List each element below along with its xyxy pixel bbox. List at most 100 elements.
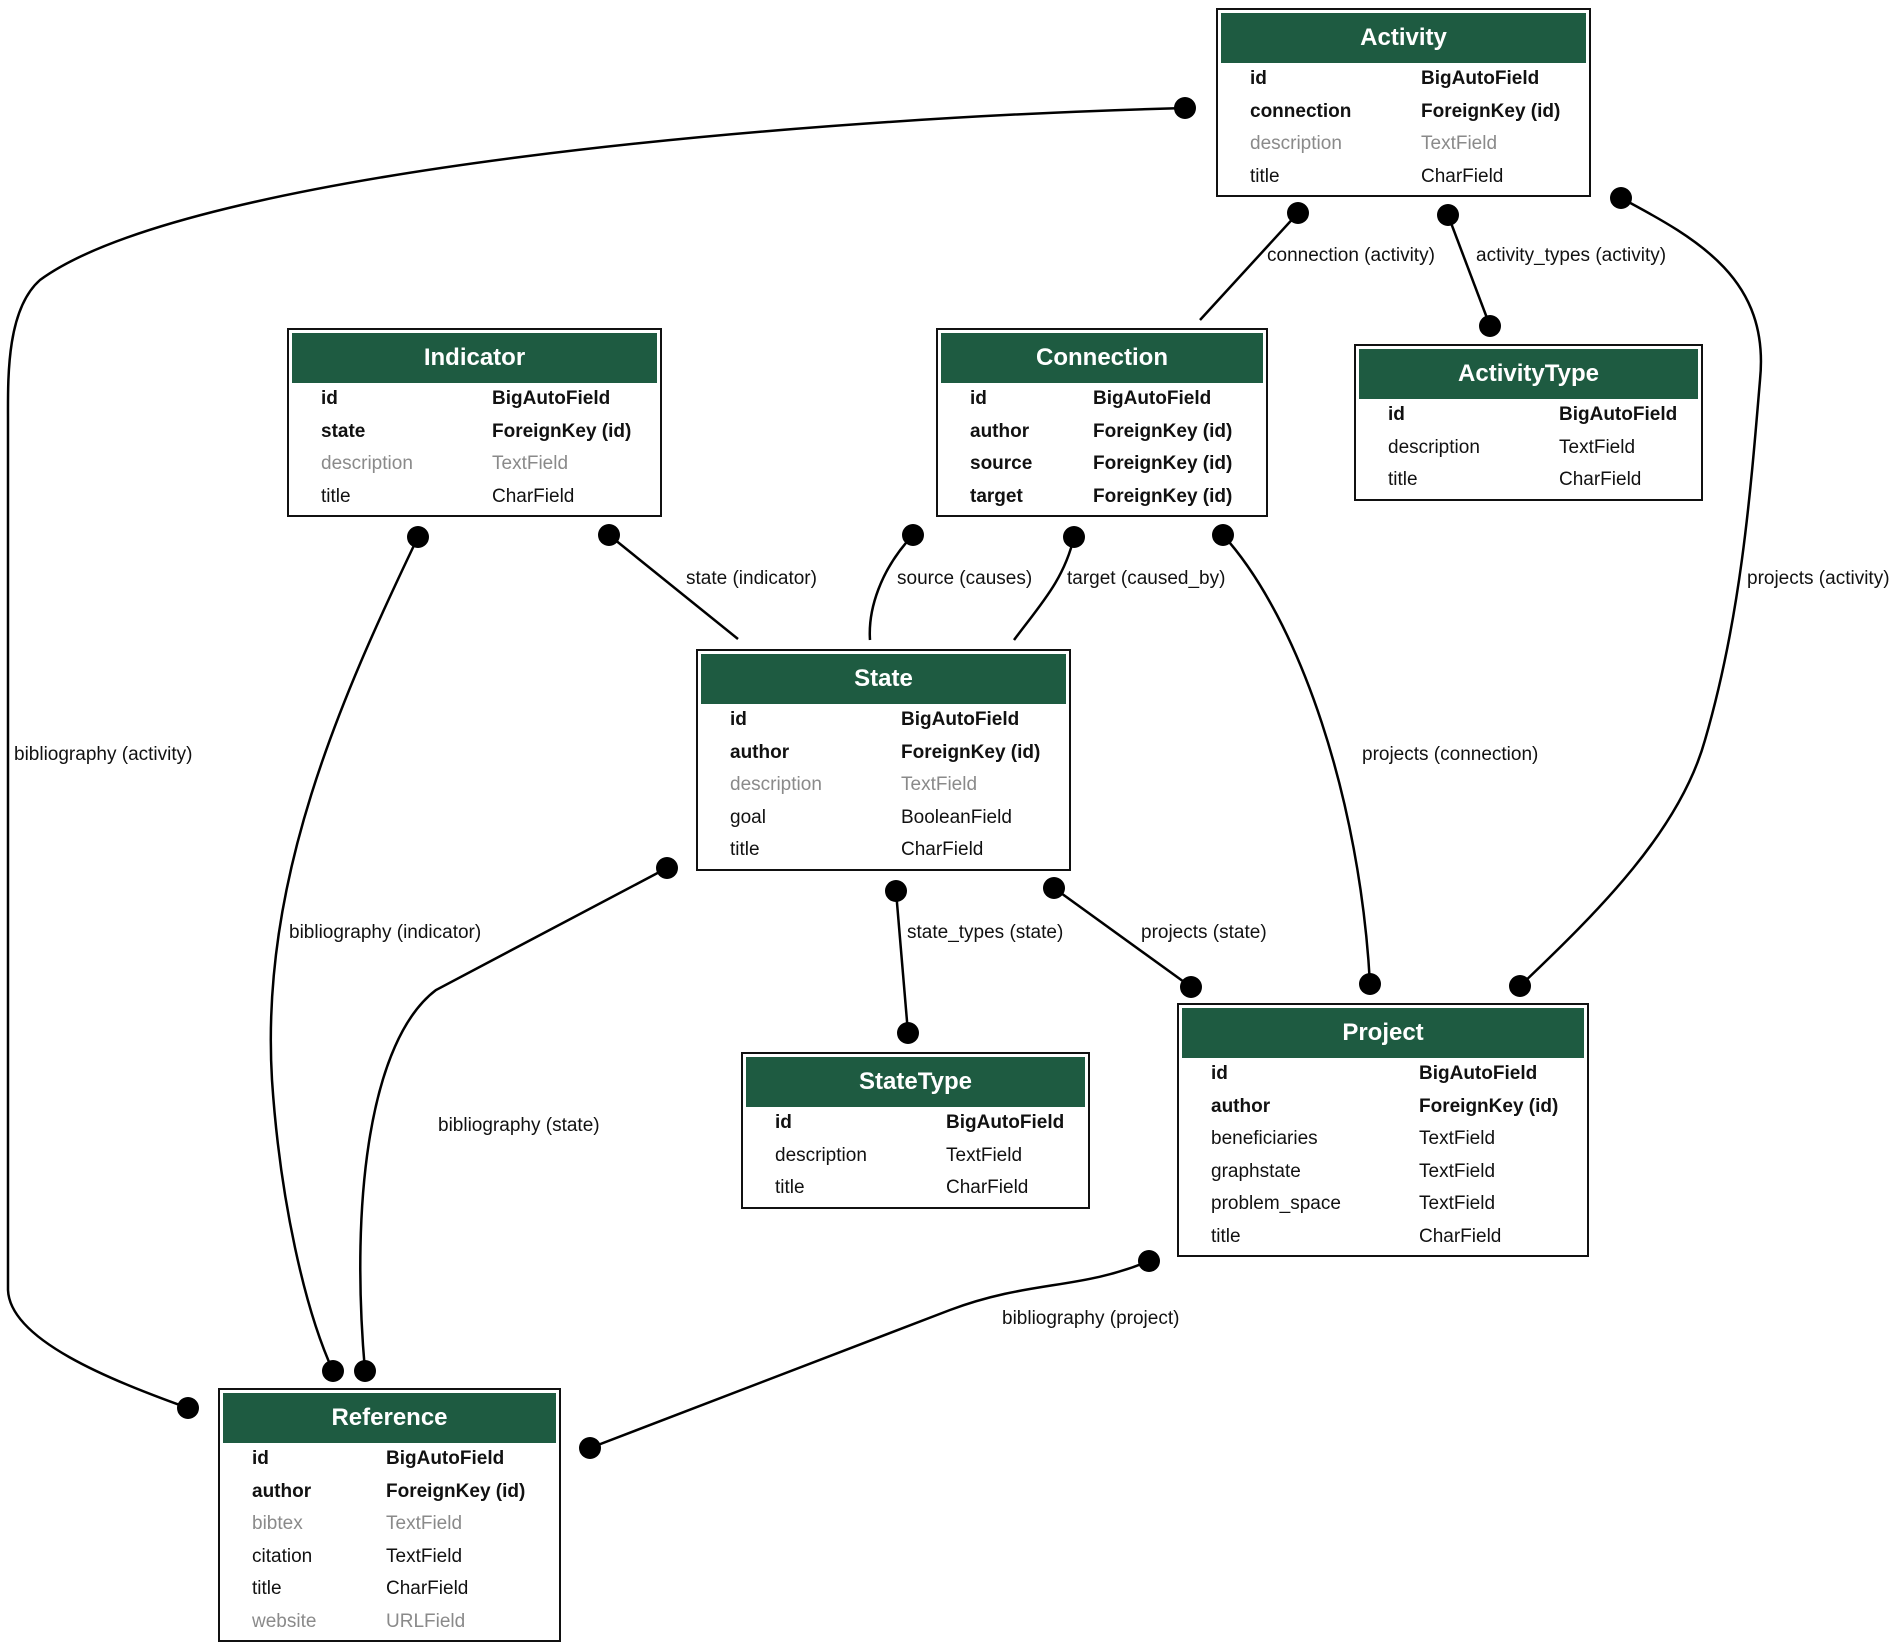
field-type: CharField bbox=[1419, 1225, 1502, 1247]
relation-line-projects-connection bbox=[1222, 534, 1372, 985]
relation-line-source-causes bbox=[868, 534, 914, 641]
field-name: author bbox=[252, 1480, 312, 1502]
relation-endpoint-dot bbox=[1043, 877, 1065, 899]
field-name: id bbox=[730, 709, 747, 730]
relation-endpoint-dot bbox=[656, 857, 678, 879]
relation-endpoint-dot bbox=[897, 1022, 919, 1044]
field-name: author bbox=[970, 420, 1030, 442]
field-name: description bbox=[321, 453, 413, 474]
field-name: description bbox=[730, 774, 822, 795]
relation-endpoint-dot bbox=[407, 526, 429, 548]
field-name: problem_space bbox=[1211, 1193, 1341, 1214]
field-type: BigAutoField bbox=[901, 709, 1020, 730]
field-type: ForeignKey (id) bbox=[386, 1480, 526, 1502]
relation-line-connection-activity bbox=[1199, 212, 1299, 321]
field-name: citation bbox=[252, 1545, 313, 1567]
field-row-description: description TextField bbox=[1218, 128, 1589, 161]
field-type: BigAutoField bbox=[1559, 404, 1678, 425]
field-name: description bbox=[775, 1144, 867, 1166]
field-name: target bbox=[970, 485, 1023, 507]
relation-label-bibliography-indicator: bibliography (indicator) bbox=[289, 922, 481, 943]
field-name: id bbox=[252, 1448, 269, 1469]
field-type: TextField bbox=[1421, 133, 1498, 154]
relation-endpoint-dot bbox=[598, 524, 620, 546]
relation-endpoint-dot bbox=[579, 1437, 601, 1459]
field-row-target: target ForeignKey (id) bbox=[938, 481, 1266, 514]
relation-label-bibliography-project: bibliography (project) bbox=[1002, 1308, 1179, 1329]
state-table-title: State bbox=[701, 654, 1066, 704]
field-name: graphstate bbox=[1211, 1160, 1301, 1182]
relation-line-bibliography-activity bbox=[6, 106, 1186, 1410]
field-name: connection bbox=[1250, 100, 1352, 122]
field-name: bibtex bbox=[252, 1513, 303, 1534]
field-type: ForeignKey (id) bbox=[1093, 420, 1233, 442]
field-name: title bbox=[1211, 1225, 1241, 1247]
relation-endpoint-dot bbox=[354, 1360, 376, 1382]
field-name: source bbox=[970, 453, 1033, 474]
field-row-citation: citation TextField bbox=[220, 1541, 559, 1574]
relation-endpoint-dot bbox=[902, 524, 924, 546]
field-row-author: author ForeignKey (id) bbox=[938, 416, 1266, 449]
field-type: BigAutoField bbox=[946, 1112, 1065, 1133]
field-row-description: description TextField bbox=[289, 448, 660, 481]
relation-endpoint-dot bbox=[1359, 973, 1381, 995]
field-name: id bbox=[970, 388, 987, 409]
relation-line-projects-activity bbox=[1519, 196, 1763, 987]
field-name: goal bbox=[730, 806, 766, 828]
field-name: id bbox=[1250, 68, 1267, 89]
relation-line-bibliography-project bbox=[589, 1259, 1150, 1450]
field-type: ForeignKey (id) bbox=[1419, 1095, 1559, 1117]
field-name: author bbox=[730, 741, 790, 763]
relation-endpoint-dot bbox=[1174, 97, 1196, 119]
field-type: BigAutoField bbox=[1093, 388, 1212, 409]
field-name: website bbox=[252, 1610, 317, 1632]
relation-endpoint-dot bbox=[1287, 202, 1309, 224]
relation-label-bibliography-activity: bibliography (activity) bbox=[14, 744, 192, 765]
field-name: description bbox=[1250, 133, 1342, 154]
relation-endpoint-dot bbox=[1212, 524, 1234, 546]
relation-label-state-indicator: state (indicator) bbox=[686, 568, 817, 589]
field-type: BigAutoField bbox=[1421, 68, 1540, 89]
activity-table-title: Activity bbox=[1221, 13, 1586, 63]
field-type: TextField bbox=[1559, 436, 1636, 458]
field-type: ForeignKey (id) bbox=[1093, 485, 1233, 507]
relation-label-state-types-state: state_types (state) bbox=[907, 922, 1063, 943]
relation-label-bibliography-state: bibliography (state) bbox=[438, 1115, 600, 1136]
field-name: title bbox=[775, 1177, 805, 1198]
relation-line-state-indicator bbox=[608, 534, 739, 640]
relation-label-connection-activity: connection (activity) bbox=[1267, 245, 1435, 266]
field-name: title bbox=[730, 839, 760, 860]
relation-endpoint-dot bbox=[1509, 975, 1531, 997]
relation-line-state-types-state bbox=[894, 890, 910, 1034]
relation-line-projects-state bbox=[1053, 886, 1192, 989]
field-type: TextField bbox=[901, 774, 978, 795]
relation-endpoint-dot bbox=[1138, 1250, 1160, 1272]
relation-endpoint-dot bbox=[322, 1360, 344, 1382]
field-name: title bbox=[1250, 165, 1280, 187]
field-type: TextField bbox=[492, 453, 569, 474]
field-type: TextField bbox=[386, 1545, 463, 1567]
